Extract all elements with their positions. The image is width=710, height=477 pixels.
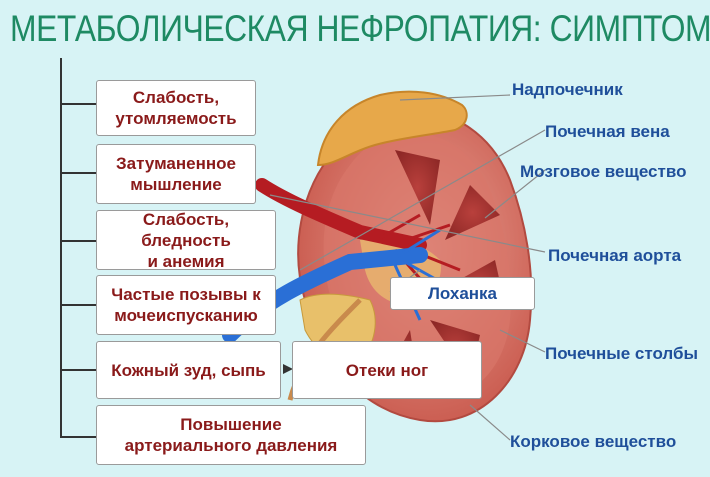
symptom-box-extra: Отеки ног xyxy=(292,341,482,399)
pointer-renal-aorta xyxy=(269,194,546,253)
pointer-adrenal xyxy=(399,94,511,101)
label-medulla: Мозговое вещество xyxy=(520,162,687,181)
symptom-box-1: Слабость, утомляемость xyxy=(96,80,256,136)
label-renal-columns: Почечные столбы xyxy=(545,344,699,363)
renal-artery xyxy=(255,178,427,252)
symptom-text: Повышение артериального давления xyxy=(124,415,338,455)
symptom-box-2: Затуманенное мышление xyxy=(96,144,256,204)
tree-branch-3 xyxy=(60,240,96,242)
page-title: МЕТАБОЛИЧЕСКАЯ НЕФРОПАТИЯ: СИМПТОМЫ xyxy=(10,8,710,49)
label-renal-aorta: Почечная аорта xyxy=(548,246,682,265)
label-renal-vein: Почечная вена xyxy=(545,122,670,141)
symptom-box-5: Кожный зуд, сыпь xyxy=(96,341,281,399)
pelvis-label: Лоханка xyxy=(427,284,498,303)
pointer-cortex xyxy=(469,404,511,441)
arrow-icon xyxy=(283,364,293,374)
symptom-text: Частые позывы к мочеиспусканию xyxy=(111,285,261,325)
tree-trunk xyxy=(60,58,62,438)
adrenal-gland xyxy=(316,90,468,167)
symptom-text: Отеки ног xyxy=(345,360,429,380)
symptom-box-3: Слабость, бледность и анемия xyxy=(96,209,276,271)
symptom-box-4: Частые позывы к мочеиспусканию xyxy=(96,275,276,335)
pelvis-label-box: Лоханка xyxy=(390,277,535,310)
label-cortex: Корковое вещество xyxy=(510,432,677,451)
pointer-renal-columns xyxy=(499,329,546,353)
tree-branch-4 xyxy=(60,304,96,306)
symptom-text: Слабость, бледность и анемия xyxy=(141,209,231,271)
symptom-text: Затуманенное мышление xyxy=(116,154,236,194)
symptom-box-6: Повышение артериального давления xyxy=(96,405,366,465)
symptom-text: Кожный зуд, сыпь xyxy=(111,360,266,380)
tree-branch-6 xyxy=(60,436,96,438)
tree-branch-5 xyxy=(60,369,96,371)
tree-branch-2 xyxy=(60,172,96,174)
pyramid-1 xyxy=(395,150,440,225)
label-adrenal: Надпочечник xyxy=(512,80,623,99)
symptom-text: Слабость, утомляемость xyxy=(115,88,237,128)
pyramid-2 xyxy=(445,185,500,240)
tree-branch-1 xyxy=(60,103,96,105)
pointer-renal-vein xyxy=(299,129,546,271)
pointer-medulla xyxy=(484,169,546,219)
renal-artery-branches xyxy=(379,213,461,291)
